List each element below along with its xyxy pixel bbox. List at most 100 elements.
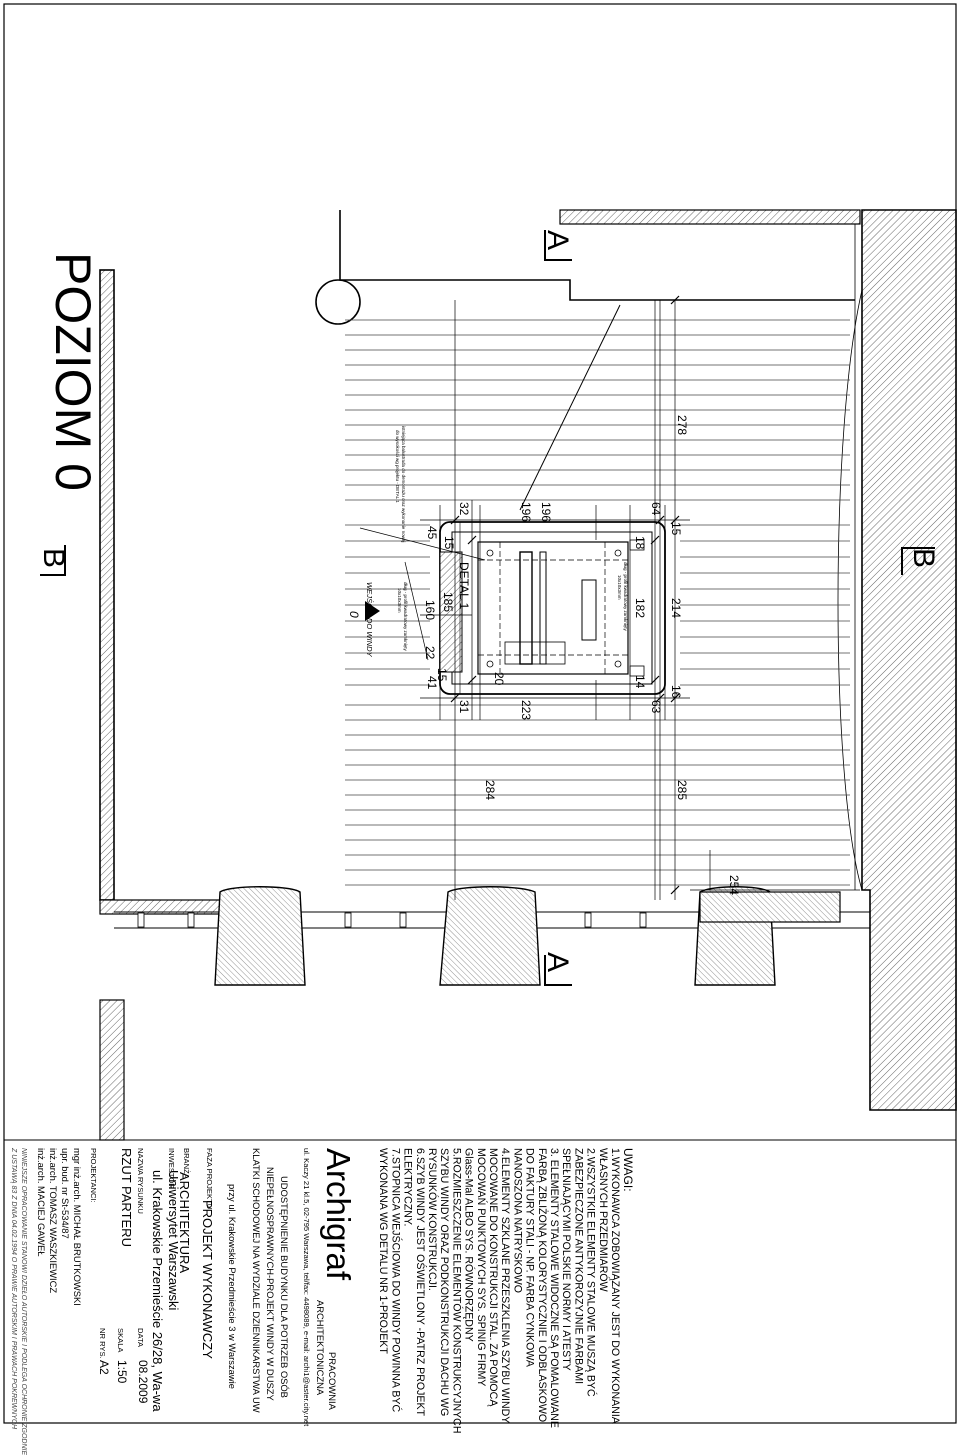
designer-line: upr. bud. nr St-534/87 <box>60 1148 71 1239</box>
dim-label: 15 <box>669 522 683 536</box>
note-line: WYKONANA WG DETALU NR 1-PROJEKT <box>377 1148 390 1354</box>
top-wall-block <box>559 209 861 225</box>
scale-label: SKALA <box>116 1328 125 1353</box>
section-marker-a-top: A <box>541 230 574 251</box>
scale-value: 1:50 <box>115 1360 129 1384</box>
dim-label: 16 <box>669 685 683 699</box>
section-marker-a-bottom: A <box>541 952 574 973</box>
sheet-no-label: NR RYS. <box>98 1328 107 1359</box>
annotation-railing: do wysokości wg projektu - DETAL 1 <box>395 430 400 503</box>
date-label: DATA <box>136 1328 145 1348</box>
dim-label: 31 <box>457 700 471 714</box>
note-line: DO FAKTURY STALI - NP. FARBA CYNKOWA <box>523 1148 536 1367</box>
dim-label: 285 <box>675 780 689 801</box>
designer-line: inż.arch. TOMASZ WASZKIEWICZ <box>48 1148 59 1294</box>
left-wall <box>99 269 115 901</box>
note-line: Glass-Mal ALBO SYS. RÓWNORZĘDNY <box>462 1148 475 1342</box>
note-line: 2.WSZYSTKIE ELEMENTY STALOWE MUSZĄ BYĆ <box>584 1148 597 1397</box>
dim-label: 284 <box>483 780 497 801</box>
dim-label: 32 <box>457 502 471 516</box>
bottom-wall <box>114 886 870 986</box>
studio-address: ul. Kaczy 21 kl.5, 02-795 Warszawa, tel/… <box>302 1148 311 1427</box>
dim-label: 223 <box>519 700 533 721</box>
entrance-level: 0 <box>347 611 361 618</box>
dim-label: 20 <box>492 672 506 686</box>
project-title-line: UDOSTĘPNIENIE BUDYNKU DLA POTRZEB OSÓB <box>279 1176 290 1398</box>
note-line: NANOSZONA NATRYSKOWO <box>511 1148 524 1293</box>
leader-lines <box>359 527 486 661</box>
sheet-no-value: A2 <box>97 1360 111 1375</box>
note-line: 3. ELEMENTY STALOWE WIDOCZNE SĄ POMALOWA… <box>548 1148 560 1428</box>
axis-lines <box>439 300 860 900</box>
note-line: MOCOWAŃ PUNKTOWYCH SYS. SPINIG FIRMY <box>474 1148 487 1387</box>
note-line: WŁASNYCH PRZEDMIARÓW <box>596 1148 609 1292</box>
dim-label: 196 <box>519 502 533 523</box>
dim-label: 63 <box>649 700 663 714</box>
notes-heading: UWAGI: <box>621 1148 635 1192</box>
stair-treads <box>345 319 850 886</box>
note-line: ELEKTRYCZNY. <box>401 1148 414 1227</box>
annotation-profile: dług - profil kwadratowy zamknięty <box>623 562 628 631</box>
left-pier-bottom <box>99 999 125 1141</box>
annotation-profile: dług - profil kwadratowy zamknięty <box>403 582 408 651</box>
dimension-ticks <box>450 295 680 895</box>
phase-value: PROJEKT WYKONAWCZY <box>200 1200 215 1359</box>
note-line: MOCOWANE DO KONSTRUKCJI STAL. ZA POMOCĄ <box>487 1148 499 1407</box>
dim-label: 160 <box>423 600 437 621</box>
note-line: 4.ELEMENTY SZKLANE PRZESZKLENIA SZYBU WI… <box>499 1148 512 1424</box>
studio-logo: Archigraf <box>320 1148 357 1281</box>
elevator-shaft <box>439 521 666 695</box>
project-location: przy ul. Krakowskie Przedmieście 3 w War… <box>227 1184 238 1389</box>
dim-label: 45 <box>425 526 439 540</box>
dim-label: 182 <box>633 598 647 619</box>
drawing-name-label: NAZWA RYSUNKU <box>136 1148 145 1214</box>
legal-line: NINIEJSZE OPRACOWANIE STANOWI DZIEŁO AUT… <box>20 1148 27 1455</box>
right-wall <box>861 209 957 1111</box>
designer-line: mgr inż.arch. MICHAŁ BRUTKOWSKI <box>72 1148 83 1306</box>
note-line: RYSUNKÓW KONSTRUKCJI. <box>426 1148 438 1291</box>
annotation-profile: 10x10x3mm <box>617 575 622 600</box>
date-value: 08.2009 <box>136 1360 150 1404</box>
section-marker-b-left: B <box>37 548 70 569</box>
section-marker-lines <box>40 230 935 986</box>
investor-address: ul. Krakowskie Przemieście 26/28, Wa-wa <box>150 1170 165 1412</box>
note-line: FARBĄ ZBLIŻONĄ KOLORYSTYCZNIE I ODBLASKO… <box>535 1148 548 1423</box>
stair-direction-line <box>519 304 621 511</box>
note-line: SPEŁNIAJĄCYMI POLSKIE NORMY I ATESTY <box>560 1148 573 1371</box>
note-line: ZABEZPIECZONE ANTYKOROZYJNIE FARBAMI <box>572 1148 585 1385</box>
column <box>315 279 361 325</box>
project-title-line: KLATKI SCHODOWEJ NA WYDZIALE DZIENNIKARS… <box>251 1148 262 1413</box>
project-title-line: NIEPEŁNOSPRAWNYCH-PROJEKT WINDY W DUSZY <box>265 1167 276 1401</box>
annotation-railing: istniejąca balustrada do demontażu oraz … <box>401 426 406 543</box>
dim-label: 185 <box>441 592 455 613</box>
dim-label: 64 <box>649 502 663 516</box>
note-line: 5.ROZMIESZCZENIE ELEMENTÓW KONSTRUKCYJNY… <box>450 1148 463 1434</box>
dim-label: 278 <box>675 415 689 436</box>
top-wall <box>339 210 855 301</box>
legal-line: Z USTAWĄ 83 Z DNIA 04.02.1994 O PRAWIE A… <box>10 1148 17 1430</box>
dim-label: 18 <box>633 536 647 550</box>
annotation-profile: 10x10x3mm <box>397 588 402 613</box>
entrance-label: WEJŚCIE DO WINDY <box>365 582 374 657</box>
studio-label: PRACOWNIA <box>327 1352 338 1410</box>
drawing-name: RZUT PARTERU <box>119 1148 134 1247</box>
dim-label: 14 <box>633 675 647 689</box>
designers-label: PROJEKTANCI: <box>89 1148 98 1203</box>
note-line: 7.STOPNICA WEJŚCIOWA DO WINDY POWINNA BY… <box>389 1148 402 1413</box>
studio-label-2: ARCHITEKTONICZNA <box>315 1300 326 1396</box>
dim-label: 214 <box>669 598 683 619</box>
dim-label: 196 <box>539 502 553 523</box>
level-title: POZIOM 0 <box>45 252 101 491</box>
designer-line: inż.arch. MACIEJ GAWEŁ <box>36 1148 47 1257</box>
right-wall-curve <box>837 289 863 891</box>
note-line: 1.WYKONAWCA ZOBOWIĄZANY JEST DO WYKONANI… <box>609 1148 621 1424</box>
dim-label: 41 <box>425 676 439 690</box>
dim-label: 15 <box>442 536 456 550</box>
investor-name: Uniwersytet Warszawski <box>166 1170 181 1311</box>
note-line: 6.SZYB WINDY JEST OŚWIETLONY -PATRZ PROJ… <box>413 1148 426 1417</box>
detail-label: DETAL 1 <box>457 562 471 610</box>
dimension-chains <box>420 300 690 900</box>
note-line: SZYBU WINDY ORAZ PODKONSTRUKCJI DACHU WG <box>438 1148 451 1417</box>
